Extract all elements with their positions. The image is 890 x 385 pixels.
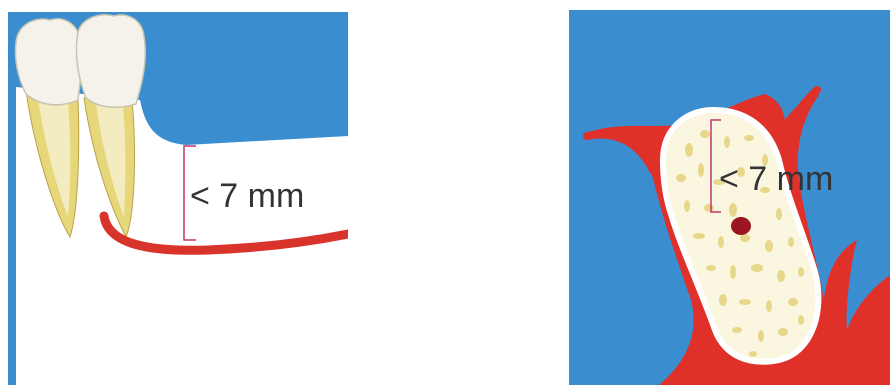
crown-first-tooth bbox=[15, 19, 81, 105]
left-diagram-svg: < 7 mm bbox=[8, 12, 348, 385]
left-diagram-panel: < 7 mm bbox=[8, 12, 348, 385]
measurement-label: < 7 mm bbox=[190, 177, 304, 215]
right-diagram-panel: < 7 mm bbox=[569, 10, 890, 385]
canal-foramen bbox=[731, 217, 751, 235]
crown-second-tooth bbox=[76, 15, 145, 108]
measurement-label: < 7 mm bbox=[719, 160, 833, 198]
right-diagram-svg: < 7 mm bbox=[569, 10, 890, 385]
